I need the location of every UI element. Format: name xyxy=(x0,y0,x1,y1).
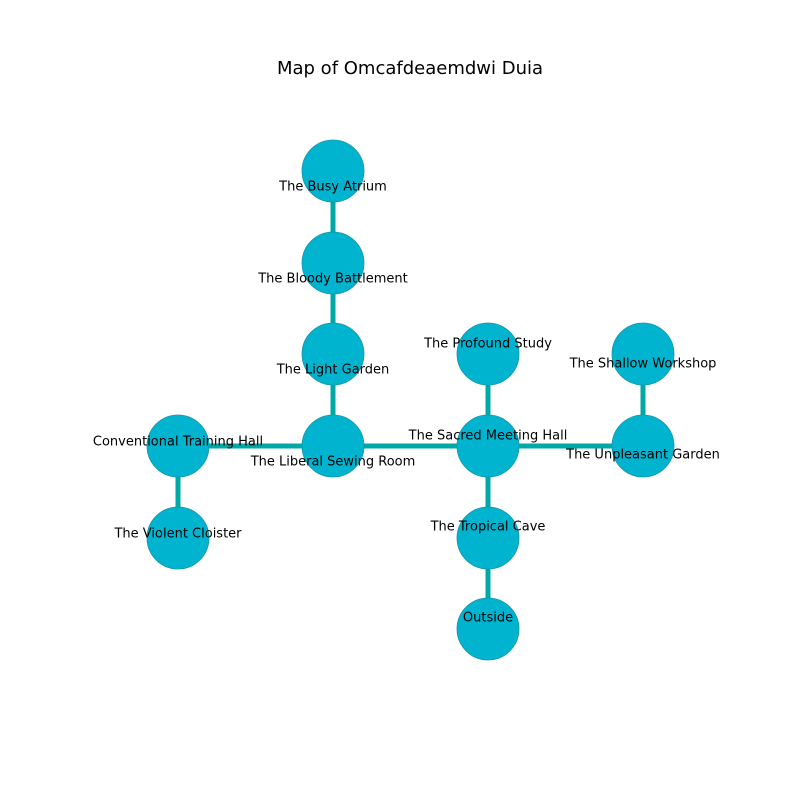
room-node-sacred-meeting-hall xyxy=(456,414,520,478)
room-node-shallow-workshop xyxy=(611,322,675,386)
room-label-outside: Outside xyxy=(463,611,513,626)
corridors xyxy=(175,171,646,629)
room-node-unpleasant-garden xyxy=(611,414,675,478)
room-label-tropical-cave: The Tropical Cave xyxy=(430,520,546,535)
room-node-outside xyxy=(456,597,520,661)
room-label-sacred-meeting-hall: The Sacred Meeting Hall xyxy=(408,429,568,444)
room-node-tropical-cave xyxy=(456,506,520,570)
room-label-bloody-battlement: The Bloody Battlement xyxy=(257,272,408,287)
room-label-unpleasant-garden: The Unpleasant Garden xyxy=(565,448,720,463)
room-node-busy-atrium xyxy=(301,139,365,203)
map-title: Map of Omcafdeaemdwi Duia xyxy=(277,58,543,79)
room-node-profound-study xyxy=(456,322,520,386)
room-label-busy-atrium: The Busy Atrium xyxy=(278,180,387,195)
room-node-violent-cloister xyxy=(146,506,210,570)
room-node-bloody-battlement xyxy=(301,231,365,295)
room-label-shallow-workshop: The Shallow Workshop xyxy=(569,357,717,372)
room-node-conventional-training-hall xyxy=(146,414,210,478)
room-label-profound-study: The Profound Study xyxy=(423,337,552,352)
room-node-liberal-sewing-room xyxy=(301,414,365,478)
room-label-liberal-sewing-room: The Liberal Sewing Room xyxy=(250,455,416,470)
rooms xyxy=(146,139,675,661)
room-label-conventional-training-hall: Conventional Training Hall xyxy=(93,435,263,450)
room-node-light-garden xyxy=(301,322,365,386)
room-label-violent-cloister: The Violent Cloister xyxy=(113,527,242,542)
room-label-light-garden: The Light Garden xyxy=(276,363,390,378)
